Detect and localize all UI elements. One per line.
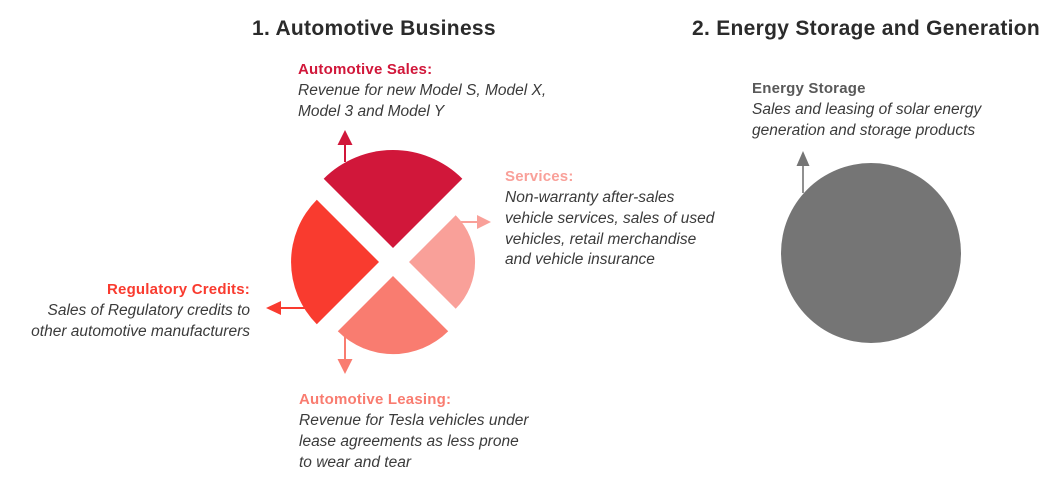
- annotation-energy-storage-description: Sales and leasing of solar energy genera…: [752, 101, 982, 139]
- annotation-automotive-leasing: Automotive Leasing: Revenue for Tesla ve…: [299, 391, 528, 473]
- automotive-pie-chart: [291, 149, 476, 355]
- section-title-automotive-business: 1. Automotive Business: [252, 17, 496, 40]
- arrow-up-icon: [337, 130, 353, 162]
- arrow-down-icon: [337, 336, 353, 374]
- annotation-services-description: Non-warranty after-sales vehicle service…: [505, 189, 715, 269]
- section-title-energy-storage: 2. Energy Storage and Generation: [692, 17, 1041, 40]
- annotation-automotive-sales-label: Automotive Sales:: [298, 61, 433, 78]
- pie-wedge-automotive-sales: [323, 149, 463, 248]
- pie-wedge-services: [409, 215, 476, 309]
- annotation-automotive-leasing-label: Automotive Leasing:: [299, 391, 452, 408]
- annotation-automotive-sales: Automotive Sales: Revenue for new Model …: [298, 61, 546, 123]
- arrow-left-icon: [266, 301, 305, 315]
- arrow-up-gray-icon: [796, 151, 810, 193]
- annotation-automotive-leasing-description: Revenue for Tesla vehicles under lease a…: [299, 412, 529, 471]
- annotation-automotive-sales-description: Revenue for new Model S, Model X, Model …: [298, 82, 547, 120]
- annotation-services-label: Services:: [505, 168, 574, 185]
- pie-wedge-regulatory-credits: [291, 199, 379, 325]
- energy-storage-circle: [781, 163, 961, 343]
- annotation-regulatory-credits-description: Sales of Regulatory credits to other aut…: [31, 302, 250, 340]
- arrow-right-icon: [461, 215, 491, 229]
- pie-wedge-automotive-leasing: [337, 276, 449, 355]
- annotation-energy-storage-label: Energy Storage: [752, 80, 866, 97]
- annotation-energy-storage: Energy Storage Sales and leasing of sola…: [752, 80, 981, 142]
- annotation-regulatory-credits: Regulatory Credits: Sales of Regulatory …: [0, 281, 250, 343]
- annotation-services: Services: Non-warranty after-sales vehic…: [505, 168, 714, 271]
- annotation-regulatory-credits-label: Regulatory Credits:: [107, 281, 250, 298]
